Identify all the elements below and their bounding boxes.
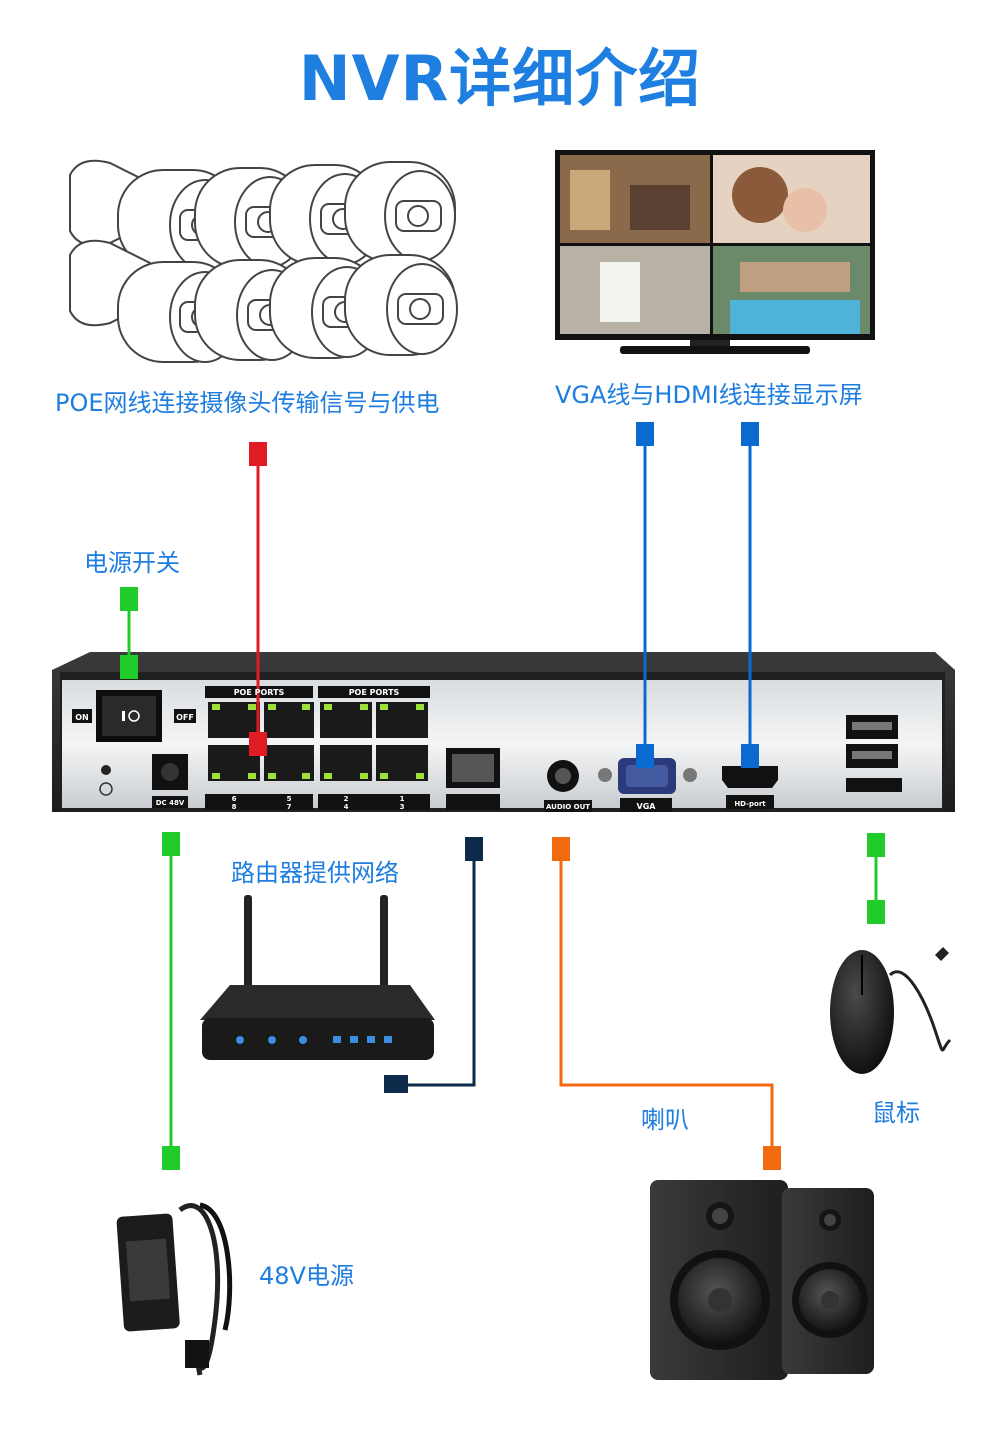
- usb-ports: [846, 715, 902, 792]
- vga-port: [598, 758, 697, 812]
- connector-hdmi: [741, 422, 759, 768]
- camera-group: [69, 159, 458, 363]
- poe-cameras-label: POE网线连接摄像头传输信号与供电: [55, 389, 440, 417]
- dc-label: DC 48V: [156, 799, 185, 807]
- hd-port-label: HD-port: [734, 800, 766, 808]
- connector-power-switch: [120, 587, 138, 679]
- connector-power: [162, 832, 180, 1170]
- speaker-label: 喇叭: [641, 1106, 689, 1134]
- power-switch[interactable]: [96, 690, 162, 742]
- poe-ports-left-label: POE PORTS: [234, 688, 285, 697]
- port-number: 4: [344, 803, 349, 811]
- connector-red: [249, 442, 267, 756]
- port-number: 2: [344, 795, 349, 803]
- mouse-label: 鼠标: [872, 1099, 920, 1127]
- power-adapter: [116, 1202, 233, 1376]
- mouse: [830, 947, 952, 1074]
- port-number: 1: [400, 795, 405, 803]
- lan-port: [446, 748, 500, 810]
- dc-jack: [152, 754, 188, 808]
- speakers: [650, 1180, 874, 1380]
- audio-out-port: [544, 760, 592, 812]
- connector-speaker: [552, 837, 781, 1170]
- router: [200, 895, 435, 1060]
- port-number: 5: [287, 795, 292, 803]
- nvr-device: [52, 652, 955, 812]
- audio-out-label: AUDIO OUT: [546, 803, 590, 811]
- port-number: 8: [232, 803, 237, 811]
- port-number: 7: [287, 803, 292, 811]
- vga-label: VGA: [637, 802, 657, 811]
- connector-mouse: [867, 833, 885, 924]
- connector-router: [384, 837, 483, 1093]
- poe-ports-right-label: POE PORTS: [349, 688, 400, 697]
- on-label: ON: [75, 713, 89, 722]
- off-label: OFF: [176, 713, 194, 722]
- display-label: VGA线与HDMI线连接显示屏: [555, 381, 863, 409]
- monitor: [555, 150, 875, 354]
- power-switch-label: 电源开关: [84, 549, 180, 577]
- router-label: 路由器提供网络: [231, 859, 399, 887]
- camera-8: [344, 254, 458, 356]
- power-adapter-label: 48V电源: [259, 1262, 354, 1290]
- port-number: 3: [400, 803, 405, 811]
- port-number: 6: [232, 795, 237, 803]
- camera-4: [344, 161, 456, 263]
- hdmi-port: [722, 766, 778, 809]
- page-title: NVR详细介绍: [298, 42, 702, 115]
- connector-vga: [636, 422, 654, 768]
